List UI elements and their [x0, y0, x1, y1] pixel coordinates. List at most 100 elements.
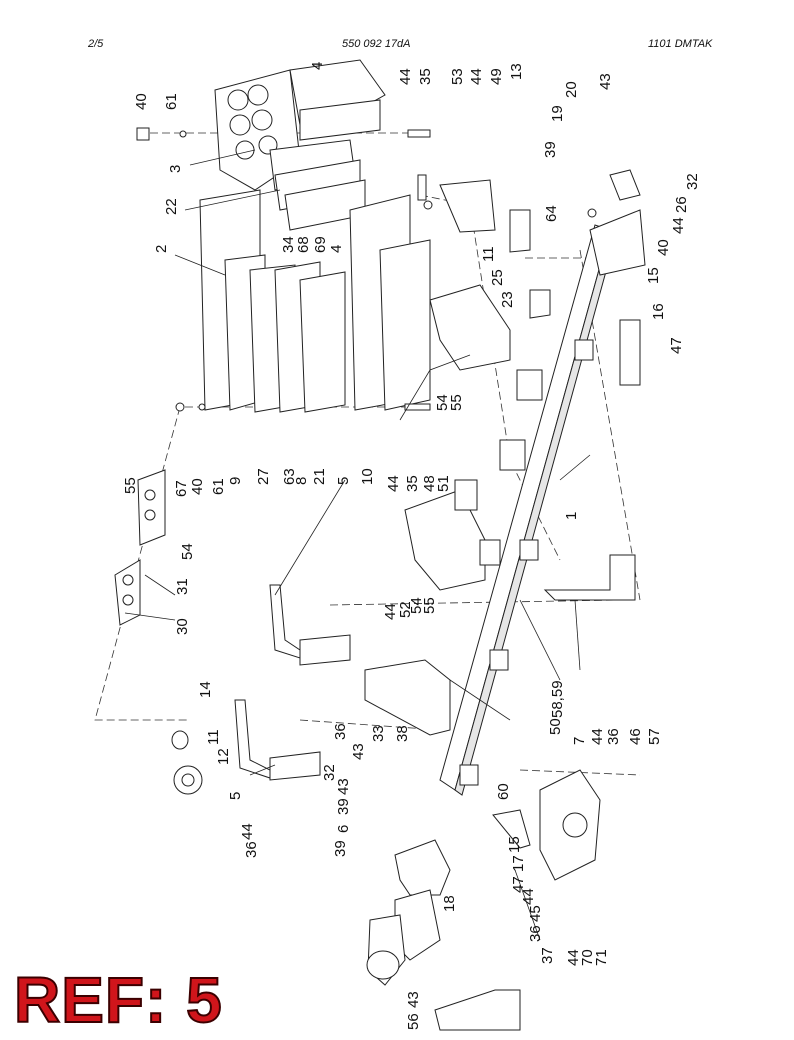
reference-stamp: REF: 5 — [13, 964, 223, 1036]
callout: 44 — [520, 888, 537, 905]
callout: 6 — [335, 825, 352, 833]
callout: 45 — [527, 905, 544, 922]
callout: 44 — [468, 68, 485, 85]
callout: 36 — [527, 925, 544, 942]
callout-labels: 4 44 35 53 44 49 13 43 20 19 39 32 26 44… — [122, 62, 701, 1030]
callout: 19 — [549, 105, 566, 122]
callout: 55 — [122, 477, 139, 494]
callout: 51 — [435, 475, 452, 492]
callout: 44 — [565, 949, 582, 966]
callout: 48 — [421, 475, 438, 492]
callout: 15 — [645, 267, 662, 284]
fasteners — [136, 127, 433, 412]
callout: 44 — [670, 217, 687, 234]
callout: 18 — [441, 895, 458, 912]
callout: 25 — [489, 269, 506, 286]
callout: 63 — [281, 468, 298, 485]
callout: 30 — [174, 618, 191, 635]
callout: 1 — [563, 512, 580, 520]
callout: 4 — [328, 245, 345, 253]
callout: 31 — [174, 578, 191, 595]
callout: 15 — [506, 836, 523, 853]
callout: 23 — [499, 291, 516, 308]
callout: 40 — [133, 93, 150, 110]
callout: 57 — [646, 728, 663, 745]
sprocket-part-11 — [171, 730, 203, 795]
callout: 44 — [589, 728, 606, 745]
callout: 54 — [408, 597, 425, 614]
motor-mount-blocks — [404, 284, 511, 591]
callout: 60 — [495, 783, 512, 800]
callout: 11 — [205, 729, 222, 745]
main-rail-part-1 — [439, 224, 617, 796]
leader-lines — [124, 149, 591, 941]
callout: 27 — [255, 468, 272, 485]
callout: 21 — [311, 468, 328, 485]
callout: 49 — [488, 68, 505, 85]
lever-bracket-part-57 — [543, 554, 636, 601]
callout: 47 — [668, 337, 685, 354]
callout: 54 — [434, 394, 451, 411]
callout: 44 — [397, 68, 414, 85]
callout: 17 — [510, 855, 527, 872]
callout: 67 — [173, 480, 190, 497]
lever-arms-part-5 — [234, 584, 351, 781]
callout: 8 — [293, 477, 310, 485]
callout: 10 — [359, 468, 376, 485]
callout: 13 — [508, 63, 525, 80]
callout: 3 — [167, 165, 184, 173]
callout: 33 — [370, 725, 387, 742]
callout: 38 — [394, 725, 411, 742]
callout: 70 — [579, 949, 596, 966]
stacked-plates — [199, 59, 551, 413]
callout: 61 — [163, 93, 180, 110]
callout: 20 — [563, 81, 580, 98]
callout: 32 — [321, 764, 338, 781]
callout: 54 — [179, 543, 196, 560]
callout: 52 — [397, 601, 414, 618]
callout: 34 — [280, 236, 297, 253]
callout: 2 — [153, 245, 170, 253]
callout: 68 — [295, 236, 312, 253]
callout: 22 — [163, 198, 180, 215]
callout: 39 — [335, 798, 352, 815]
document-code: 1101 DMTAK — [648, 38, 713, 50]
callout: 44 — [382, 603, 399, 620]
callout: 43 — [350, 743, 367, 760]
callout: 35 — [417, 68, 434, 85]
lower-bracket-assembly — [366, 839, 521, 1031]
callout: 43 — [335, 778, 352, 795]
callout: 55 — [448, 394, 465, 411]
callout: 36 — [243, 841, 260, 858]
callout: 40 — [189, 478, 206, 495]
callout: 46 — [627, 728, 644, 745]
callout: 71 — [593, 949, 610, 966]
callout: 58,59 — [549, 680, 566, 718]
callout: 9 — [227, 477, 244, 485]
callout: 69 — [312, 236, 329, 253]
top-right-brackets — [587, 169, 646, 386]
mid-bracket-part-50 — [364, 659, 451, 736]
callout: 40 — [655, 239, 672, 256]
callout: 44 — [239, 823, 256, 840]
callout: 14 — [197, 681, 214, 698]
callout: 64 — [543, 205, 560, 222]
callout: 56 — [405, 1013, 422, 1030]
callout: 50 — [547, 718, 564, 735]
callout: 61 — [210, 478, 227, 495]
callout: 26 — [673, 196, 690, 213]
callout: 5 — [335, 477, 352, 485]
callout: 43 — [405, 991, 422, 1008]
callout: 55 — [421, 597, 438, 614]
callout: 36 — [332, 723, 349, 740]
callout: 5 — [227, 792, 244, 800]
motor-part-7 — [492, 769, 601, 881]
document-number: 550 092 17dA — [342, 38, 411, 50]
callout: 11 — [480, 246, 497, 262]
callout: 35 — [404, 475, 421, 492]
callout: 16 — [650, 303, 667, 320]
callout: 47 — [510, 876, 527, 893]
callout: 43 — [597, 73, 614, 90]
callout: 37 — [539, 947, 556, 964]
